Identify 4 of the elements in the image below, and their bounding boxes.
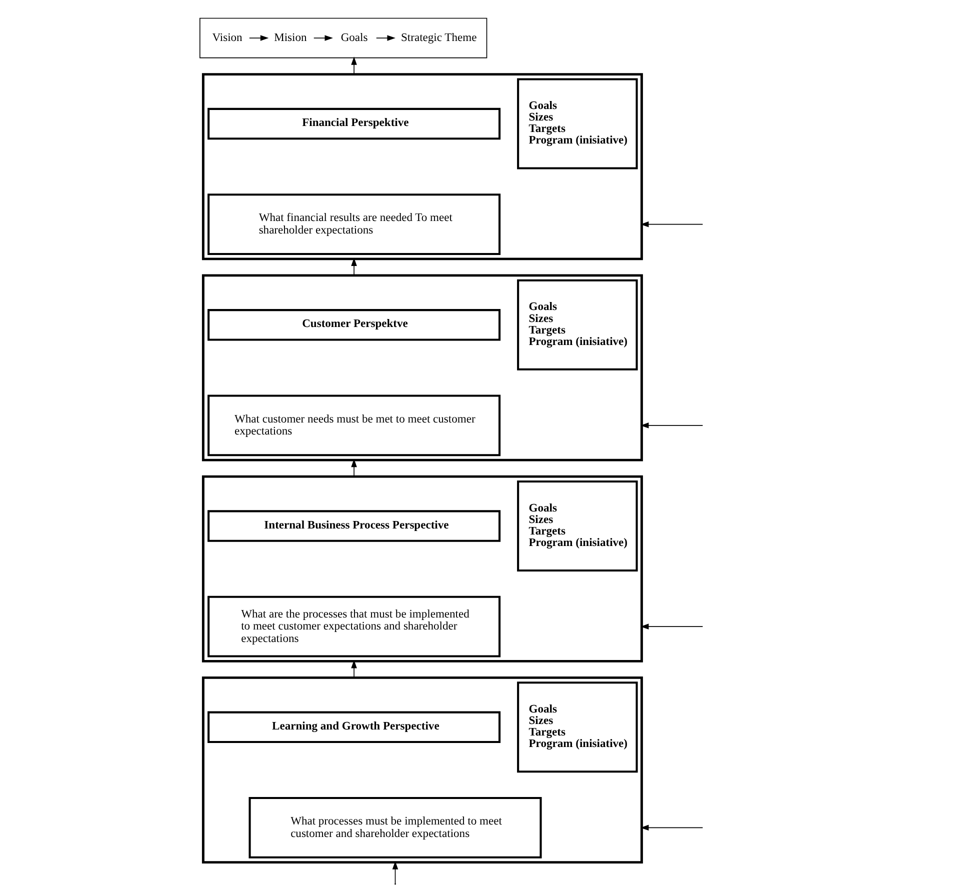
node-text: Strategic Theme <box>400 32 476 44</box>
node-text: Goals <box>340 32 368 44</box>
node-text: Vision <box>212 32 242 44</box>
node-text: Mision <box>274 32 306 44</box>
